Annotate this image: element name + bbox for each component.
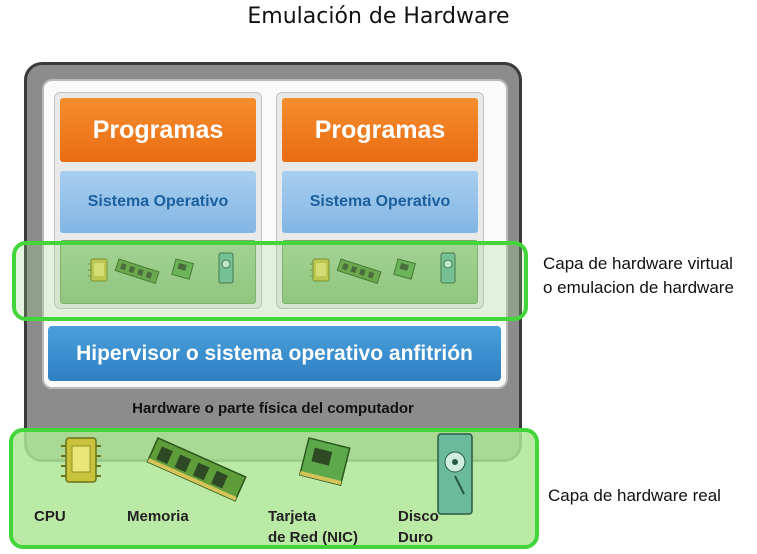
- cpu-icon: [61, 437, 101, 483]
- real-hardware-layer: [9, 428, 539, 549]
- virtual-hardware-right: [282, 240, 478, 304]
- cpu-icon: [88, 258, 108, 282]
- hypervisor-layer: Hipervisor o sistema operativo anfitrión: [48, 326, 501, 381]
- memory-icon: [114, 258, 160, 285]
- physical-hardware-label: Hardware o parte física del computador: [132, 400, 414, 417]
- programs-box-right: Programas: [282, 98, 478, 162]
- cpu-icon: [310, 258, 330, 282]
- disk-icon: [218, 252, 234, 284]
- nic-icon: [171, 258, 194, 280]
- diagram-title: Emulación de Hardware: [247, 4, 510, 29]
- disk-label: Disco Duro: [398, 506, 439, 548]
- nic-icon: [298, 437, 351, 486]
- nic-label-line2: de Red (NIC): [268, 529, 358, 546]
- memory-icon: [146, 437, 247, 502]
- virtual-hardware-highlight: [12, 241, 528, 321]
- virtual-hardware-caption-line2: o emulacion de hardware: [543, 278, 734, 297]
- nic-label-line1: Tarjeta: [268, 508, 317, 525]
- nic-label: Tarjeta de Red (NIC): [268, 506, 358, 548]
- disk-icon: [440, 252, 456, 284]
- memory-label: Memoria: [127, 508, 189, 525]
- disk-label-line1: Disco: [398, 508, 439, 525]
- disk-label-line2: Duro: [398, 529, 433, 546]
- virtual-hardware-caption-line1: Capa de hardware virtual: [543, 254, 733, 273]
- virtual-hardware-caption: Capa de hardware virtual o emulacion de …: [543, 252, 734, 300]
- nic-icon: [393, 258, 416, 280]
- os-box-left: Sistema Operativo: [60, 171, 256, 233]
- programs-box-left: Programas: [60, 98, 256, 162]
- virtual-hardware-left: [60, 240, 256, 304]
- os-box-right: Sistema Operativo: [282, 171, 478, 233]
- real-hardware-caption: Capa de hardware real: [548, 486, 721, 505]
- memory-icon: [336, 258, 382, 285]
- disk-icon: [437, 433, 473, 515]
- cpu-label: CPU: [34, 508, 66, 525]
